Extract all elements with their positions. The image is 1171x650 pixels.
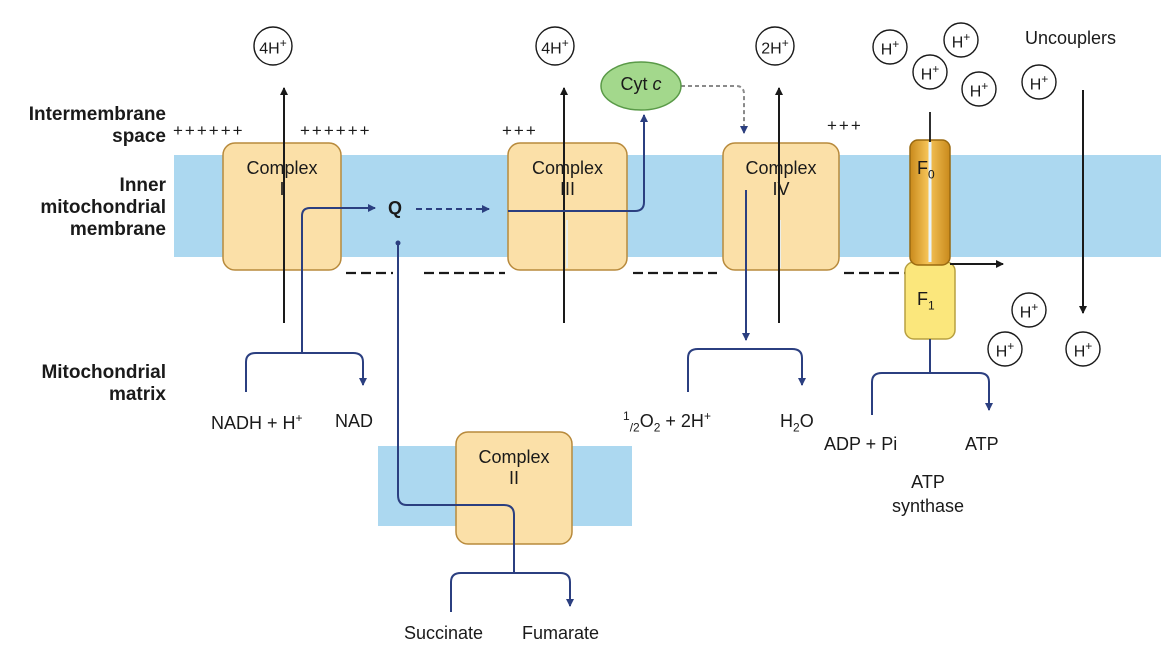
charge-c3: +++: [502, 121, 538, 140]
proton-label: H+: [995, 339, 1015, 361]
f1-label: F1: [917, 289, 935, 313]
charge-left-b: ++++++: [300, 121, 372, 140]
proton-circle: [912, 54, 948, 90]
complex-iv-box: [722, 142, 840, 271]
proton-label-c4: 2H+: [761, 36, 789, 58]
succinate-label: Succinate: [404, 623, 484, 643]
ubiquinone-label: Q: [388, 198, 403, 218]
proton-circle-c1: [253, 26, 293, 66]
complex-ii-electron-path: [397, 243, 515, 573]
charge-left-a: ++++++: [173, 121, 245, 140]
oxygen-bracket: [687, 348, 806, 392]
proton-circle: [961, 71, 997, 107]
proton-label-c3: 4H+: [541, 36, 569, 58]
proton-circle: [987, 331, 1023, 367]
proton-label-c1: 4H+: [259, 36, 287, 58]
complex-iii-box: [507, 142, 628, 271]
uncouplers-label: Uncouplers: [1025, 28, 1117, 48]
proton-label: H+: [969, 79, 989, 101]
proton-circle: [1065, 331, 1101, 367]
cytc-to-complex-iv-path: [681, 85, 748, 134]
nad-label: NAD: [335, 411, 374, 431]
proton-circle: [1021, 64, 1057, 100]
atp-bracket: [871, 372, 993, 415]
succinate-bracket: [450, 572, 574, 612]
fumarate-label: Fumarate: [522, 623, 600, 643]
f0-label: F0: [917, 158, 935, 182]
proton-label: H+: [880, 37, 900, 59]
charge-c4: +++: [827, 116, 863, 135]
nadh-bracket: [245, 352, 367, 392]
proton-label: H+: [920, 62, 940, 84]
nadh-label: NADH + H+: [211, 411, 303, 433]
atp-label: ATP: [965, 434, 999, 454]
water-label: H2O: [780, 411, 814, 435]
oxygen-label: 1/2O2 + 2H+: [623, 409, 711, 435]
adp-label: ADP + Pi: [824, 434, 898, 454]
proton-label: H+: [1019, 300, 1039, 322]
proton-circle: [872, 29, 908, 65]
complex-i-electron-path: [301, 204, 376, 353]
cytochrome-c-label: Cyt c: [620, 74, 662, 94]
proton-label: H+: [1073, 339, 1093, 361]
complex-i-box: [222, 142, 342, 271]
proton-label: H+: [951, 30, 971, 52]
proton-circle: [943, 22, 979, 58]
proton-circle-c3: [535, 26, 575, 66]
proton-circle-c4: [755, 26, 795, 66]
proton-circle: [1011, 292, 1047, 328]
cytochrome-c: [600, 61, 682, 111]
complex-iii-to-cytc-path: [508, 114, 648, 212]
q-electron-dot: [395, 240, 401, 246]
proton-label: H+: [1029, 72, 1049, 94]
